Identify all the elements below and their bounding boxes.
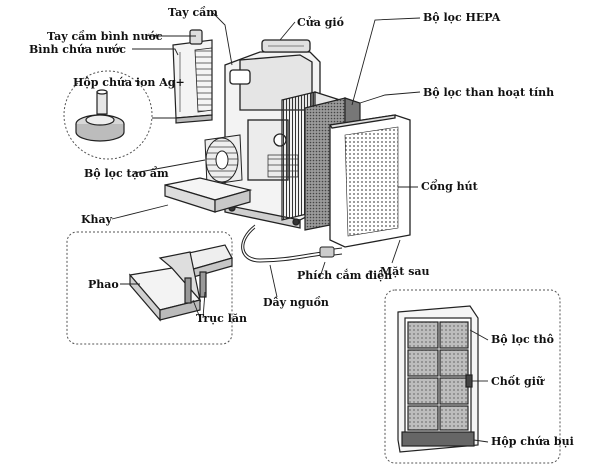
label-water-tank-handle: Tay cầm bình nước <box>47 30 163 43</box>
float-inset <box>66 231 233 345</box>
coarse-filter-cell <box>439 405 469 431</box>
water-tank-handle-part <box>189 29 203 45</box>
coarse-filter-cell <box>407 405 439 431</box>
label-tray: Khay <box>81 213 113 226</box>
lock-latch-part <box>465 374 473 388</box>
handle-part <box>229 69 251 85</box>
coarse-filter-cell <box>407 377 439 405</box>
coarse-filter-cell <box>439 321 469 349</box>
back-panel-part <box>328 114 411 248</box>
label-lock-latch: Chốt giữ <box>491 375 544 388</box>
back-panel-inset <box>384 289 561 464</box>
ion-box-inset <box>63 70 153 160</box>
label-air-intake: Cổng hút <box>421 180 478 193</box>
label-hepa-filter: Bộ lọc HEPA <box>423 11 501 24</box>
label-air-outlet: Cửa gió <box>297 16 344 29</box>
water-tank <box>172 29 213 124</box>
power-cord-part <box>241 224 343 263</box>
label-dust-box: Hộp chứa bụi <box>491 435 574 448</box>
dust-box-part <box>401 431 475 447</box>
label-ion-box: Hộp chứa ion Ag+ <box>73 76 185 89</box>
label-carbon-filter: Bộ lọc than hoạt tính <box>423 86 555 99</box>
tray-part <box>164 177 253 213</box>
label-humidifier-filter: Bộ lọc tạo ẩm <box>84 167 169 180</box>
leader-lines <box>111 11 489 443</box>
label-float: Phao <box>88 278 119 291</box>
power-plug-part <box>319 246 335 258</box>
coarse-filter-cell <box>439 377 469 405</box>
label-power-cord: Dây nguồn <box>263 296 329 309</box>
humidifier-filter-part <box>204 134 243 186</box>
coarse-filter-cell <box>439 349 469 377</box>
label-water-tank: Bình chứa nước <box>29 43 126 56</box>
label-coarse-filter: Bộ lọc thô <box>491 333 554 346</box>
label-roller: Trục lăn <box>196 312 248 325</box>
label-back-panel: Mặt sau <box>380 265 430 278</box>
label-power-plug: Phích cắm điện <box>297 269 393 282</box>
label-handle: Tay cầm <box>168 6 218 19</box>
coarse-filter-cell <box>407 321 439 349</box>
coarse-filter-cell <box>407 349 439 377</box>
